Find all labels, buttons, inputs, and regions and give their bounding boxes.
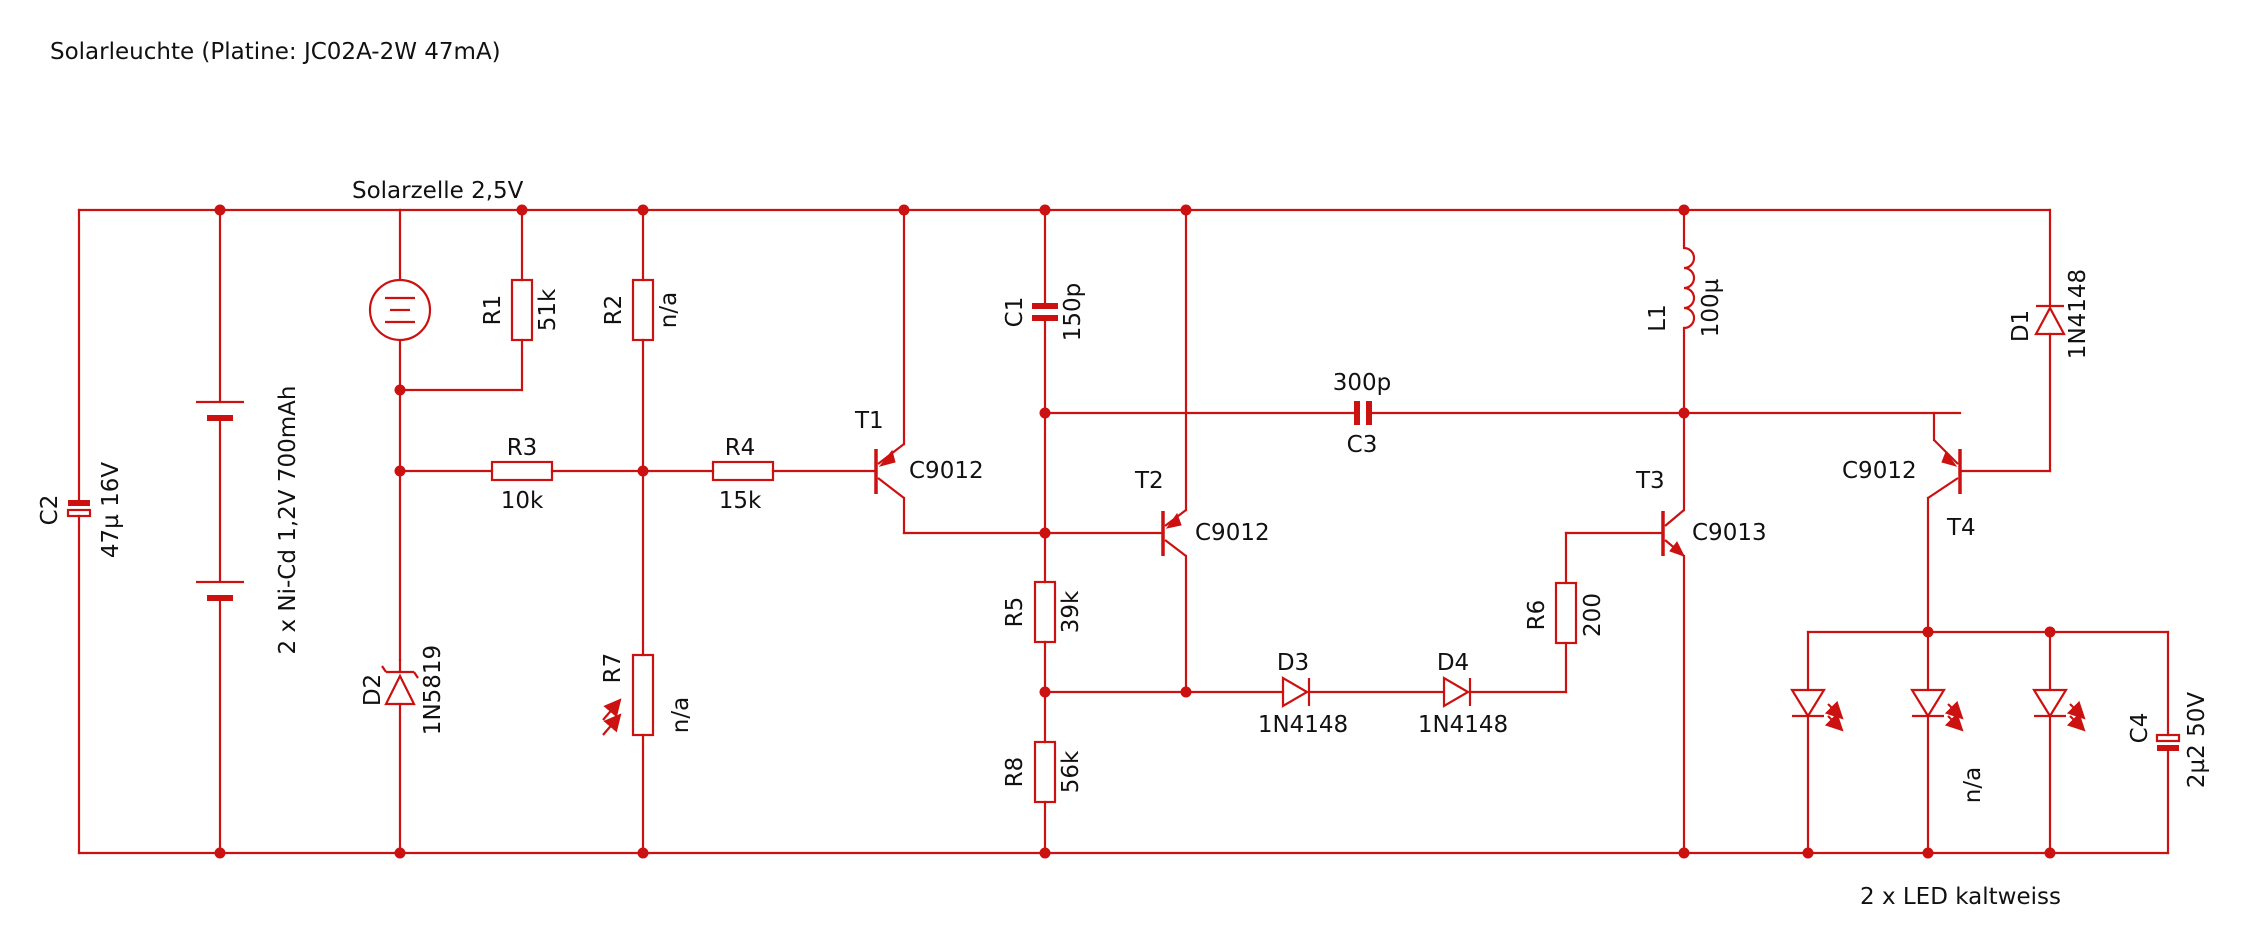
battery xyxy=(196,208,244,855)
solar-cell xyxy=(368,208,432,662)
c3-capacitor xyxy=(1043,401,1962,425)
t3-transistor xyxy=(1661,509,1686,855)
c1-value: 150p xyxy=(1060,283,1086,342)
r8-ref: R8 xyxy=(1002,757,1028,788)
led-3 xyxy=(2032,630,2086,855)
r6-ref: R6 xyxy=(1524,600,1550,631)
schematic-title: Solarleuchte (Platine: JC02A-2W 47mA) xyxy=(50,39,501,65)
r1-value: 51k xyxy=(535,288,561,331)
r7-ref: R7 xyxy=(600,653,626,684)
r1-ref: R1 xyxy=(480,295,506,326)
r2-value: n/a xyxy=(656,292,682,328)
r4-ref: R4 xyxy=(725,435,756,461)
c1-capacitor xyxy=(1032,208,1058,584)
led-bank-label: 2 x LED kaltweiss xyxy=(1860,884,2061,910)
c4-ref: C4 xyxy=(2127,713,2153,744)
r4-value: 15k xyxy=(719,488,762,514)
t1-value: C9012 xyxy=(909,458,984,484)
c3-value: 300p xyxy=(1333,370,1392,396)
r6-value: 200 xyxy=(1580,593,1606,637)
r7-value: n/a xyxy=(668,697,694,733)
t2-value: C9012 xyxy=(1195,520,1270,546)
r3-value: 10k xyxy=(501,488,544,514)
l1-inductor xyxy=(1682,208,1696,512)
d1-ref: D1 xyxy=(2008,310,2034,342)
d1-value: 1N4148 xyxy=(2065,269,2091,359)
c2-ref: C2 xyxy=(37,495,63,526)
r5-resistor xyxy=(1033,580,1057,744)
r8-resistor xyxy=(1033,740,1057,855)
r3-ref: R3 xyxy=(507,435,538,461)
led-2 xyxy=(1910,630,1964,855)
c4-capacitor xyxy=(2155,630,2181,855)
t4-ref: T4 xyxy=(1946,515,1976,541)
d2-diode xyxy=(381,658,419,855)
d2-ref: D2 xyxy=(360,674,386,706)
d4-ref: D4 xyxy=(1437,650,1469,676)
r8-value: 56k xyxy=(1058,750,1084,793)
t2-transistor xyxy=(1161,208,1188,694)
d4-diode xyxy=(1442,676,1568,708)
d4-value: 1N4148 xyxy=(1418,712,1508,738)
t4-value: C9012 xyxy=(1842,458,1917,484)
c3-ref: C3 xyxy=(1347,432,1378,458)
r7-ldr xyxy=(602,653,655,855)
l1-value: 100µ xyxy=(1698,278,1724,337)
r3-resistor xyxy=(398,460,645,482)
r5-value: 39k xyxy=(1058,590,1084,633)
t3-ref: T3 xyxy=(1635,468,1665,494)
t1-transistor xyxy=(874,208,1165,535)
solar-rail-label: Solarzelle 2,5V xyxy=(352,178,524,204)
t4-transistor xyxy=(1926,411,1962,634)
d3-value: 1N4148 xyxy=(1258,712,1348,738)
t1-ref: T1 xyxy=(854,408,884,434)
battery-value: 2 x Ni-Cd 1,2V 700mAh xyxy=(275,386,301,655)
r2-resistor xyxy=(631,208,655,657)
d2-value: 1N5819 xyxy=(420,645,446,735)
c4-value: 2µ2 50V xyxy=(2184,692,2210,788)
l1-ref: L1 xyxy=(1645,304,1671,331)
led-1 xyxy=(1790,630,1844,855)
d1-diode xyxy=(1960,208,2066,473)
t2-ref: T2 xyxy=(1134,468,1164,494)
c2-value: 47µ 16V xyxy=(98,462,124,558)
c2-capacitor xyxy=(66,208,92,855)
r5-ref: R5 xyxy=(1002,597,1028,628)
r4-resistor xyxy=(641,460,876,482)
junction-dots xyxy=(214,204,2056,859)
t3-value: C9013 xyxy=(1692,520,1767,546)
r6-resistor xyxy=(1554,531,1663,694)
r2-ref: R2 xyxy=(601,295,627,326)
d3-diode xyxy=(1043,676,1446,708)
r1-resistor xyxy=(398,208,534,392)
c1-ref: C1 xyxy=(1002,297,1028,328)
led-mid-value: n/a xyxy=(1960,767,1986,803)
d3-ref: D3 xyxy=(1277,650,1309,676)
